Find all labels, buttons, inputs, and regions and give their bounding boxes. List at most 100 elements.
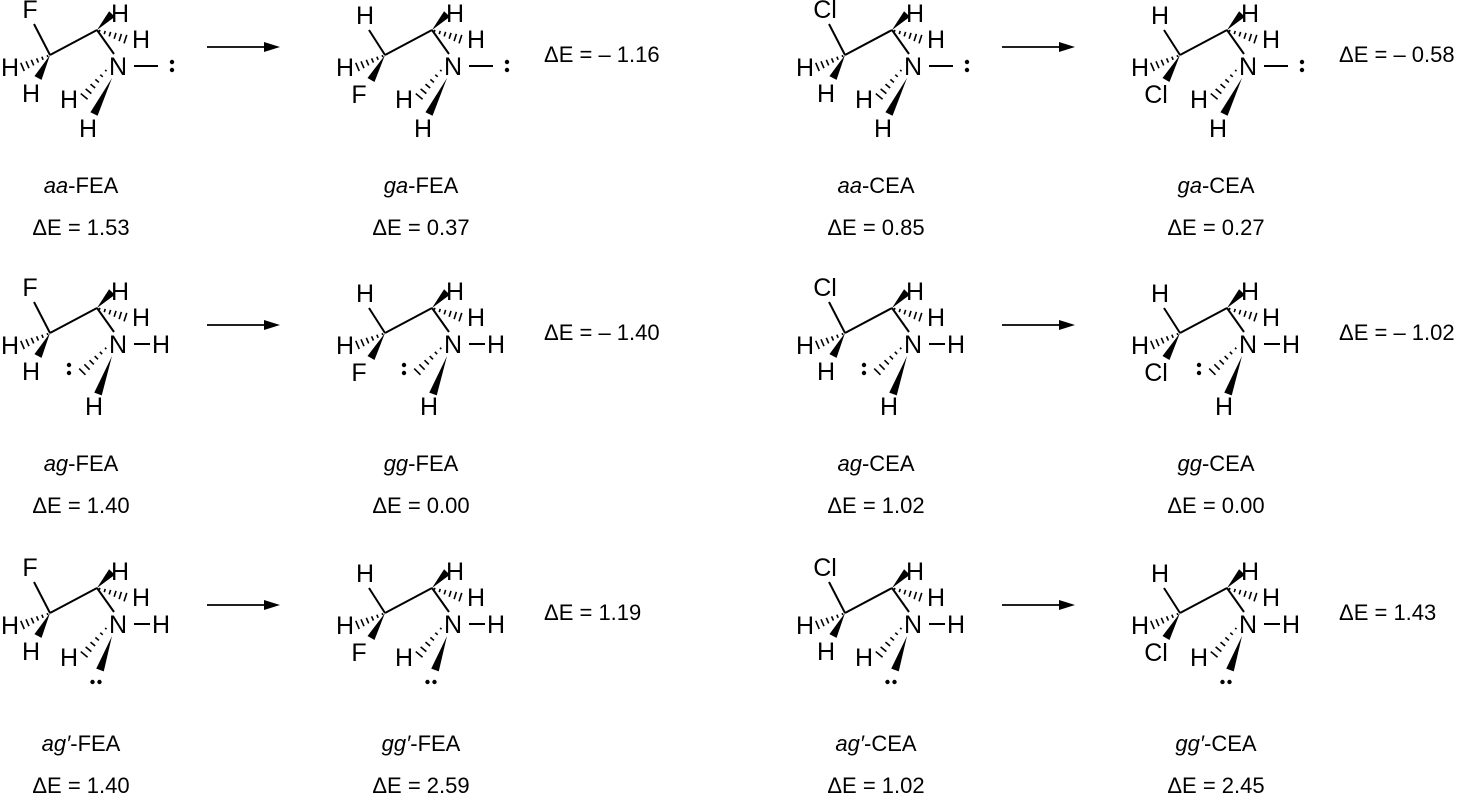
nitrogen-atom: N [904,331,922,359]
substituent-top: H [1151,280,1169,308]
lone-pair-hashed-bond [413,347,442,376]
c2-hashed-bond [98,29,128,44]
nh-hydrogen-left: H [60,86,78,114]
cc-bond [1179,29,1228,56]
conformer-energy: ΔE = 0.00 [372,493,469,518]
c1-hashed-bond [1149,54,1179,72]
nh-hydrogen-bottom: H [1209,115,1227,143]
conformer-name: ag-CEA [837,451,914,476]
c1-wedge-bond [34,55,50,80]
nitrogen-atom: N [1239,53,1257,81]
c2-hydrogen-right: H [927,584,945,612]
c1-top-bond [828,23,846,56]
cc-bond [844,587,893,614]
nh-hydrogen-left: H [395,86,413,114]
c2-hashed-bond [893,587,923,602]
separator-hyphen: - [70,731,77,756]
nitrogen-atom: N [109,53,127,81]
separator-hyphen: - [408,451,415,476]
c2-hydrogen-top: H [111,0,129,28]
conformer-prefix: ga [1177,173,1201,198]
c2-wedge-bond [1227,289,1245,308]
cn-bond [96,29,115,55]
conformer-energy: ΔE = 2.45 [1167,773,1264,798]
conformer-prefix: gg [1177,451,1202,476]
c2-wedge-bond [97,11,115,30]
compound-name: CEA [1209,173,1255,198]
c1-top-bond [1163,587,1181,614]
c2-hydrogen-right: H [927,304,945,332]
substituent-bottom: Cl [1144,639,1168,667]
cn-bond [891,29,910,55]
c2-hydrogen-top: H [1241,278,1259,306]
c1-top-bond [828,581,846,614]
conformer-energy: ΔE = 0.00 [1167,493,1264,518]
c2-wedge-bond [892,289,910,308]
nh-hashed-bond [1210,69,1238,100]
cn-bond [431,29,450,55]
conformer-energy: ΔE = 0.37 [372,215,469,240]
lone-pair-dots [1220,679,1232,685]
substituent-mid: H [1131,332,1149,360]
compound-name: CEA [869,451,915,476]
nh-hydrogen-bottom: H [79,115,97,143]
c1-wedge-bond [829,333,845,358]
compound-name: FEA [418,731,461,756]
substituent-mid: H [336,332,354,360]
c2-hashed-bond [98,587,128,602]
reaction-arrow [207,320,280,330]
conformer-name: ag′-CEA [835,731,916,756]
conformer-prefix: gg′ [382,731,411,756]
c1-hashed-bond [814,612,844,630]
nh-hydrogen-right: H [487,611,505,639]
c2-hydrogen-top: H [906,0,924,28]
c1-top-bond [1163,29,1181,56]
reaction-arrow [207,600,280,610]
conformer-prefix: ag [44,451,69,476]
conformer-prefix: aa [837,173,861,198]
c2-hydrogen-right: H [1262,584,1280,612]
lone-pair-dots [885,679,897,685]
substituent-mid: H [336,54,354,82]
nh-hydrogen-right: H [487,331,505,359]
lone-pair-dots [401,362,407,376]
substituent-bottom: F [351,359,366,387]
nh-hashed-bond [80,69,108,100]
cc-bond [1179,587,1228,614]
c2-hashed-bond [433,307,463,322]
nitrogen-atom: N [904,53,922,81]
c2-hydrogen-top: H [111,278,129,306]
substituent-mid: H [1131,612,1149,640]
c1-wedge-bond [34,333,50,358]
compound-name: FEA [78,731,121,756]
nh-hydrogen-right: H [1282,331,1300,359]
nh-hydrogen-bottom: H [874,115,892,143]
nh-wedge-bond [429,356,447,396]
conformer-name: aa-CEA [837,173,914,198]
c2-wedge-bond [432,289,450,308]
substituent-bottom: H [22,358,40,386]
c2-hashed-bond [433,587,463,602]
c1-hashed-bond [19,332,49,350]
nh-hydrogen-right: H [152,331,170,359]
substituent-top: H [356,2,374,30]
nh-hydrogen-right: H [947,331,965,359]
conformer-energy: ΔE = 1.40 [32,493,129,518]
nh-hashed-bond [875,627,903,658]
conformer-name: ag′-FEA [42,731,121,756]
c1-wedge-bond [367,613,385,640]
substituent-top: F [22,554,37,582]
separator-hyphen: - [68,451,75,476]
c2-hashed-bond [98,307,128,322]
nitrogen-atom: N [109,331,127,359]
c2-hydrogen-right: H [132,584,150,612]
nh-hydrogen-bottom: H [1215,393,1233,421]
lone-pair-wedge-bond [431,636,447,672]
reaction-arrow [1002,42,1075,52]
